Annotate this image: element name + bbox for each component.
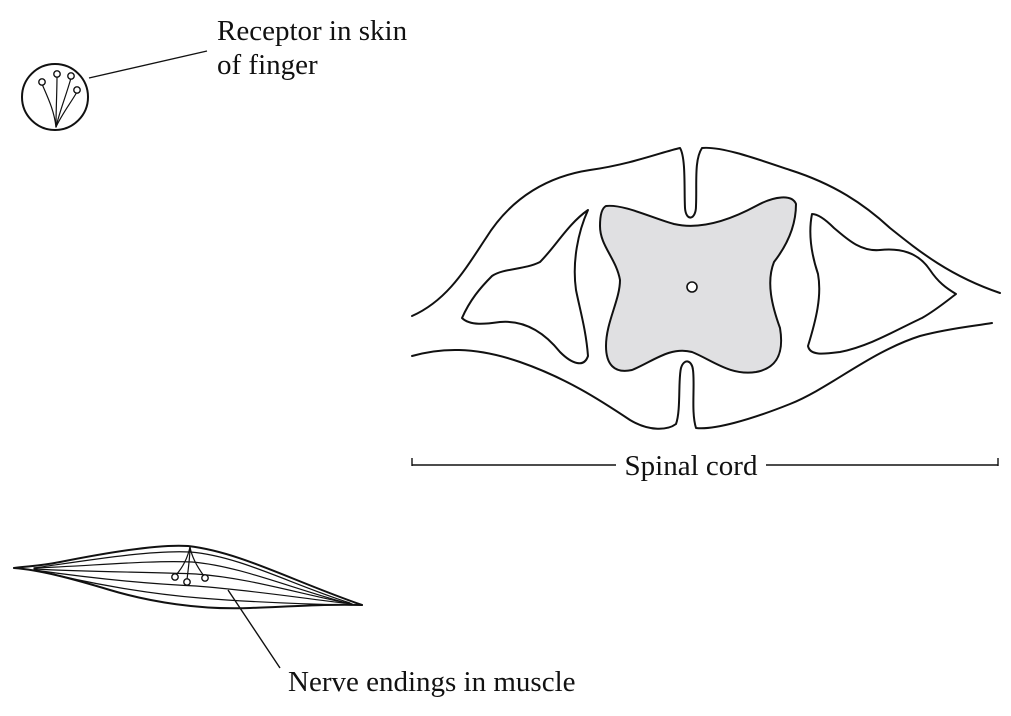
nerve-endings-label: Nerve endings in muscle	[288, 666, 576, 698]
muscle-nerve-ends	[172, 574, 208, 585]
central-canal	[687, 282, 697, 292]
spinal-cord-label: Spinal cord	[625, 450, 758, 482]
receptor-label-line1: Receptor in skin	[217, 15, 408, 47]
skin-receptor	[22, 64, 88, 130]
grey-matter	[600, 197, 796, 372]
receptor-leader-line	[89, 51, 207, 78]
receptor-label-line2: of finger	[217, 49, 318, 81]
spinal-cord-section	[412, 148, 1000, 429]
left-white-column	[462, 210, 588, 363]
muscle	[14, 546, 362, 609]
muscle-fibres	[34, 552, 352, 605]
